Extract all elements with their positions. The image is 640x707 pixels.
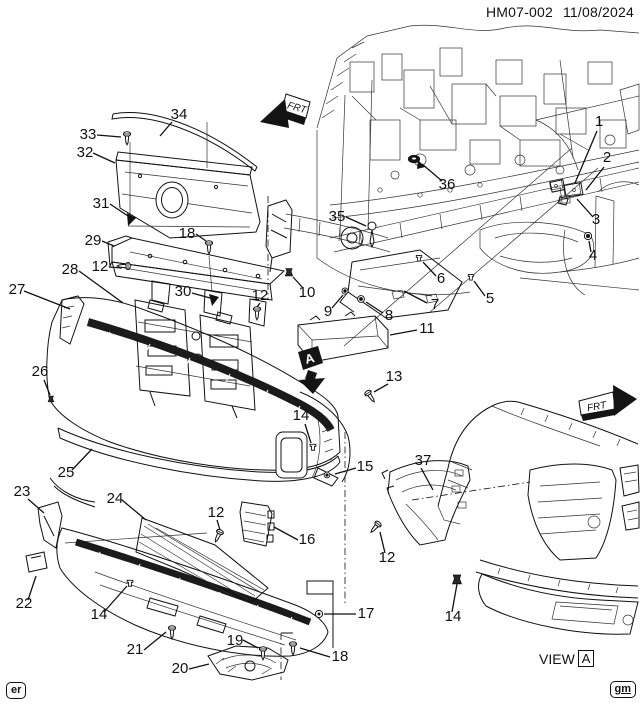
view-label: VIEW: [539, 650, 575, 667]
frt-arrow-right: FRT: [578, 385, 637, 421]
callout-24: 24: [107, 490, 124, 507]
part-grommet: [407, 154, 421, 164]
callout-1: 1: [595, 113, 603, 130]
part-grille: [115, 151, 261, 239]
callout-21: 21: [127, 641, 144, 658]
callout-12: 12: [379, 549, 396, 566]
callout-27: 27: [9, 281, 26, 298]
callout-18: 18: [332, 648, 349, 665]
part-lower-grille: [135, 517, 269, 603]
frt-arrow-top: FRT: [260, 93, 311, 128]
callout-34: 34: [171, 106, 188, 123]
part-hood-molding: [111, 112, 258, 214]
frt-label-right: FRT: [586, 400, 608, 414]
callout-35: 35: [329, 208, 346, 225]
part-headlamp-panel: [134, 299, 256, 419]
callout-13: 13: [386, 368, 403, 385]
callout-2: 2: [603, 149, 611, 166]
callout-5: 5: [486, 290, 494, 307]
callout-6: 6: [437, 270, 445, 287]
callout-28: 28: [62, 261, 79, 278]
callout-4: 4: [589, 247, 597, 264]
part-air-duct: [297, 311, 389, 363]
callout-17: 17: [358, 605, 375, 622]
leader-lines: [23, 121, 605, 670]
vehicle-body-sketch: [316, 24, 640, 296]
callout-12: 12: [92, 258, 109, 275]
drawing-code: HM07-002: [486, 4, 553, 20]
corner-code-left-text: er: [11, 684, 22, 696]
callout-30: 30: [175, 283, 192, 300]
callout-11: 11: [419, 320, 435, 337]
drawing-date: 11/08/2024: [562, 4, 634, 20]
fasteners: [116, 131, 378, 661]
view-reference: VIEW A: [539, 650, 595, 667]
callout-33: 33: [80, 126, 97, 143]
callout-12: 12: [252, 287, 269, 304]
callout-19: 19: [227, 632, 244, 649]
callout-25: 25: [58, 464, 75, 481]
gm-logo-text: gm: [614, 683, 632, 695]
callout-14: 14: [293, 407, 310, 424]
callout-14: 14: [445, 608, 462, 625]
part-tow-hook-cover: [207, 645, 289, 681]
part-grille-insert: [239, 501, 275, 547]
callout-8: 8: [385, 307, 393, 324]
callout-18: 18: [179, 225, 196, 242]
callout-23: 23: [14, 483, 31, 500]
fascia-corner-detail: [275, 391, 351, 483]
callout-16: 16: [299, 531, 316, 548]
view-a-sketch: [437, 400, 640, 635]
part-deflector-assembly: [265, 199, 475, 319]
callout-22: 22: [16, 595, 33, 612]
callout-31: 31: [93, 195, 110, 212]
gm-logo: gm: [609, 681, 636, 698]
callout-15: 15: [357, 458, 374, 475]
callout-3: 3: [592, 211, 600, 228]
callout-26: 26: [32, 363, 49, 380]
callout-36: 36: [439, 176, 456, 193]
callout-32: 32: [77, 144, 94, 161]
corner-code-left: er: [6, 682, 27, 699]
part-sensor-bracket: [549, 179, 593, 241]
callout-20: 20: [172, 660, 189, 677]
callout-37: 37: [415, 452, 432, 469]
section-boundaries: [267, 196, 531, 680]
callout-29: 29: [85, 232, 102, 249]
view-ref-box: A: [577, 650, 595, 667]
callout-14: 14: [91, 606, 108, 623]
callout-7: 7: [431, 296, 439, 313]
part-impact-bar: [107, 235, 286, 327]
drawing-header: HM07-002 11/08/2024: [476, 4, 634, 20]
part-bumper-fascia: [46, 295, 341, 508]
callout-9: 9: [324, 303, 332, 320]
callout-10: 10: [299, 284, 316, 301]
callout-labels: 1 2 3 4 5 6 7 8 9 10 11 12 12 12 12 13 1…: [9, 106, 612, 677]
boundary-marks: [281, 580, 334, 648]
callout-12: 12: [208, 504, 225, 521]
frt-label-top: FRT: [286, 100, 308, 116]
view-marker-label: A: [303, 350, 316, 367]
view-marker-a: A: [298, 346, 325, 394]
